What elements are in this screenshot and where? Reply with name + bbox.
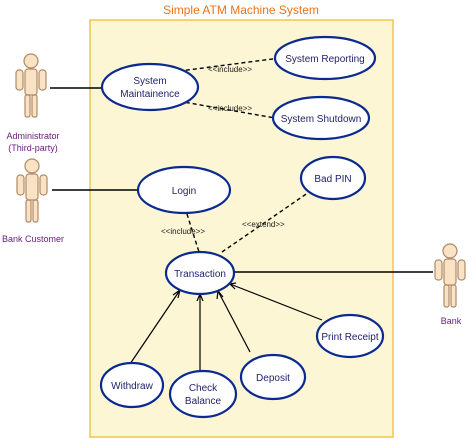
actor-administrator-label-line2: (Third-party) [8, 143, 58, 153]
usecase-login-label: Login [172, 186, 196, 197]
actor-bank-customer-label: Bank Customer [2, 234, 64, 244]
actor-bank-customer[interactable]: Bank Customer [2, 158, 64, 244]
usecase-system-reporting-label: System Reporting [285, 54, 364, 65]
actor-bank[interactable]: Bank [434, 243, 466, 326]
stick-figure-icon [16, 158, 48, 223]
actor-administrator[interactable]: Administrator (Third-party) [6, 53, 60, 153]
include-label-reporting: <<include>> [208, 65, 252, 74]
usecase-print-receipt[interactable]: Print Receipt [315, 313, 385, 359]
stick-figure-icon [434, 243, 466, 308]
extend-label-bad-pin: <<extend>> [242, 220, 285, 229]
usecase-withdraw[interactable]: Withdraw [99, 361, 165, 409]
actor-administrator-label-line1: Administrator [6, 131, 59, 141]
usecase-system-reporting[interactable]: System Reporting [273, 35, 377, 81]
actor-bank-label: Bank [441, 316, 462, 326]
usecase-deposit[interactable]: Deposit [239, 353, 307, 401]
diagram-title: Simple ATM Machine System [163, 3, 319, 17]
stick-figure-icon [15, 53, 47, 118]
usecase-transaction-label: Transaction [174, 269, 226, 280]
usecase-login[interactable]: Login [136, 165, 232, 215]
usecase-check-balance-line1: Check [189, 383, 218, 394]
usecase-bad-pin[interactable]: Bad PIN [299, 155, 367, 201]
usecase-bad-pin-label: Bad PIN [314, 174, 351, 185]
include-label-login: <<include>> [161, 227, 205, 236]
usecase-print-receipt-label: Print Receipt [321, 332, 378, 343]
include-line-shutdown [171, 99, 276, 119]
usecase-withdraw-label: Withdraw [111, 381, 153, 392]
usecase-system-shutdown[interactable]: System Shutdown [271, 95, 371, 141]
generalization-lines [129, 283, 323, 370]
usecase-transaction[interactable]: Transaction [164, 250, 236, 296]
usecase-system-maintenance-line2: Maintainence [120, 89, 180, 100]
usecase-system-maintenance-line1: System [133, 76, 166, 87]
usecase-system-maintenance[interactable]: System Maintainence [100, 62, 200, 112]
extend-line-bad-pin [221, 189, 313, 253]
usecase-deposit-label: Deposit [256, 373, 290, 384]
include-label-shutdown: <<include>> [208, 104, 252, 113]
usecase-check-balance[interactable]: Check Balance [168, 369, 238, 419]
usecase-system-shutdown-label: System Shutdown [281, 114, 362, 125]
usecase-check-balance-line2: Balance [185, 396, 222, 407]
